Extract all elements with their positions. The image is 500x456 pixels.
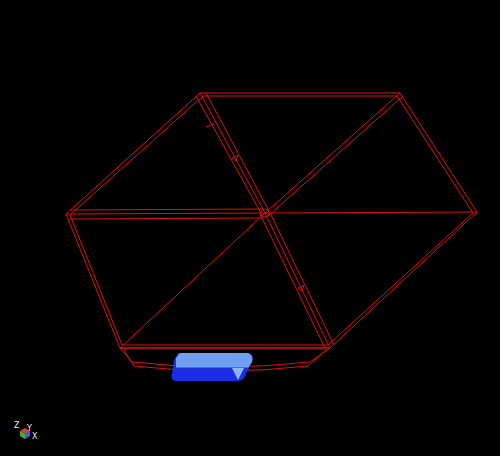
axis-label: Z (14, 421, 19, 430)
axis-label: X (32, 432, 37, 441)
axis-label: Y (27, 424, 32, 433)
